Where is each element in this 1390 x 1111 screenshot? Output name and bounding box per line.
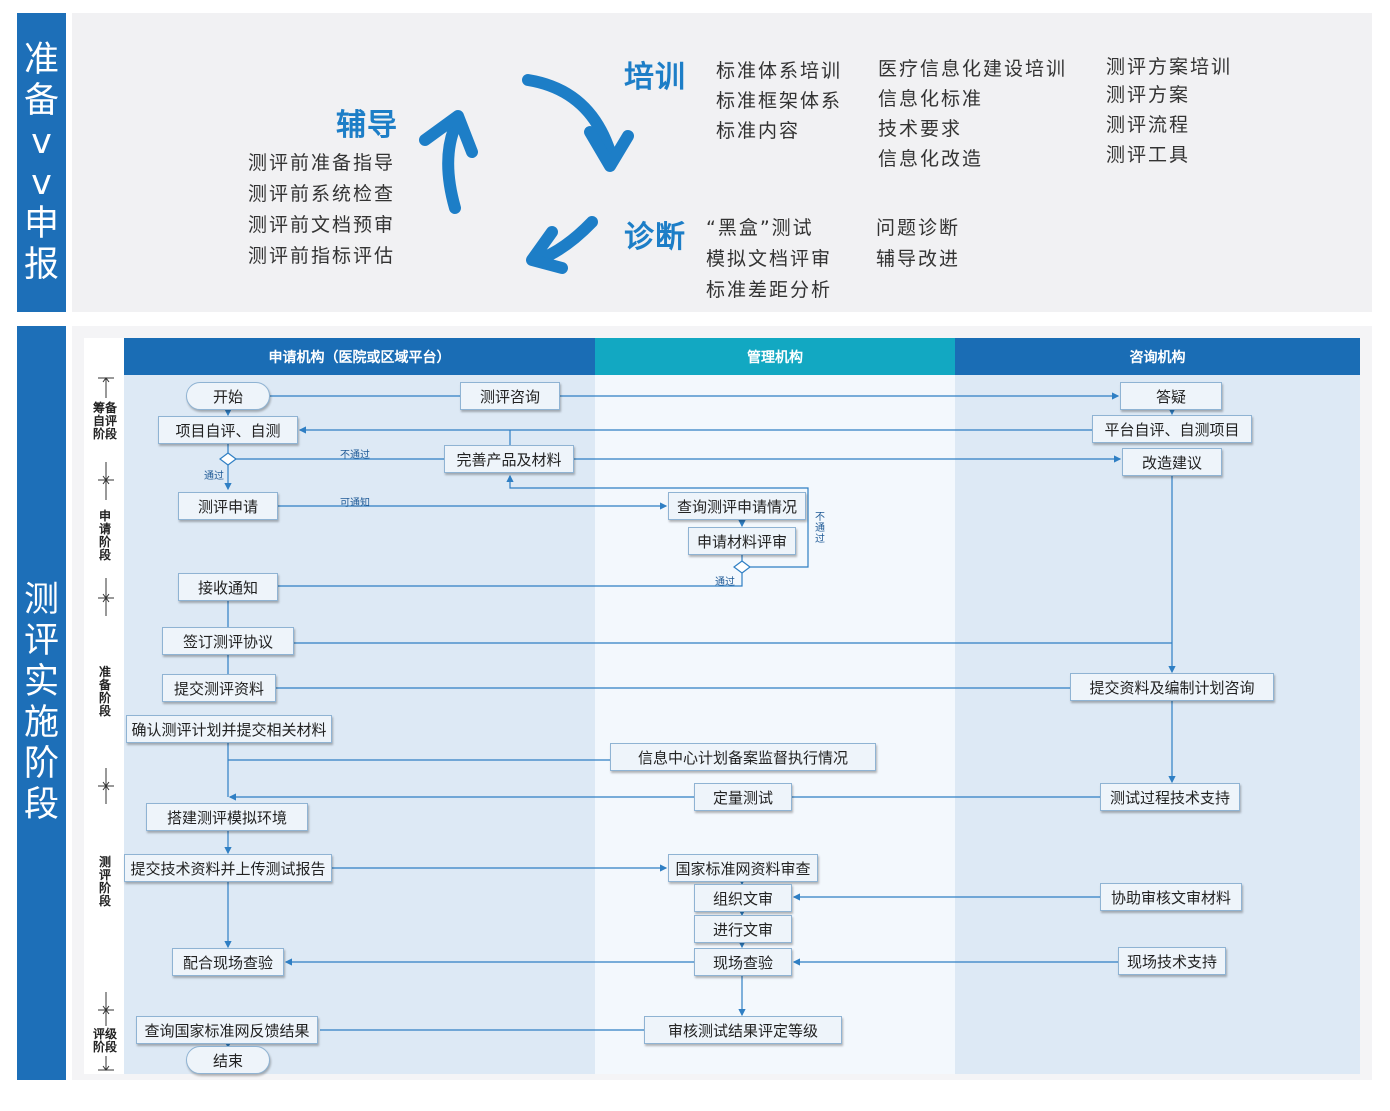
stage-label-prepare: 准备阶段 — [99, 665, 112, 718]
peixun-item: 技术要求 — [878, 118, 963, 140]
zhenduan-item: 辅导改进 — [876, 248, 961, 270]
edge-label-fail: 不通过 — [340, 450, 370, 461]
node-platform-self[interactable]: 平台自评、自测项目 — [1092, 415, 1252, 443]
peixun-item: 标准内容 — [716, 120, 801, 142]
node-assist-doc[interactable]: 协助审核文审材料 — [1100, 883, 1242, 911]
node-query-result[interactable]: 查询国家标准网反馈结果 — [136, 1016, 318, 1044]
peixun-item: 测评工具 — [1106, 144, 1191, 166]
edge-label-notify: 可通知 — [340, 498, 370, 509]
node-tech-support[interactable]: 测试过程技术支持 — [1100, 783, 1240, 811]
stage-ticks — [98, 377, 114, 1071]
lane-header-applicant: 申请机构（医院或区域平台） — [124, 338, 595, 375]
node-receive[interactable]: 接收通知 — [178, 573, 278, 601]
node-cooperate-site[interactable]: 配合现场查验 — [172, 948, 284, 976]
node-quant[interactable]: 定量测试 — [694, 783, 792, 811]
node-self-eval[interactable]: 项目自评、自测 — [158, 416, 298, 444]
cycle-panel — [72, 13, 1372, 312]
peixun-item: 标准体系培训 — [716, 60, 843, 82]
node-answer[interactable]: 答疑 — [1120, 382, 1222, 410]
peixun-item: 测评流程 — [1106, 114, 1191, 136]
fudao-item: 测评前准备指导 — [248, 152, 396, 174]
node-info-center[interactable]: 信息中心计划备案监督执行情况 — [610, 743, 876, 771]
node-site-support[interactable]: 现场技术支持 — [1118, 947, 1226, 975]
peixun-item: 信息化改造 — [878, 148, 984, 170]
node-audit-grade[interactable]: 审核测试结果评定等级 — [644, 1016, 842, 1044]
side-label-implement: 测评实施阶段 — [17, 326, 66, 1080]
stage-label-evaluate: 测评阶段 — [99, 855, 112, 908]
node-improve-advice[interactable]: 改造建议 — [1122, 448, 1222, 476]
fudao-item: 测评前指标评估 — [248, 245, 396, 267]
zhenduan-title: 诊断 — [624, 220, 686, 255]
peixun-item: 测评方案培训 — [1106, 56, 1233, 78]
zhenduan-item: 标准差距分析 — [706, 279, 833, 301]
lane-header-consult: 咨询机构 — [955, 338, 1360, 375]
node-query-apply[interactable]: 查询测评申请情况 — [668, 492, 806, 520]
node-national-review[interactable]: 国家标准网资料审查 — [668, 854, 818, 882]
stage-label-grade: 评级阶段 — [93, 1027, 118, 1054]
node-start[interactable]: 开始 — [186, 382, 270, 410]
lane-header-admin: 管理机构 — [595, 338, 955, 375]
node-sign[interactable]: 签订测评协议 — [162, 627, 294, 655]
node-improve-material[interactable]: 完善产品及材料 — [444, 445, 574, 473]
fudao-title: 辅导 — [336, 108, 398, 143]
peixun-title: 培训 — [624, 60, 686, 95]
node-confirm-plan[interactable]: 确认测评计划并提交相关材料 — [126, 715, 332, 743]
node-site-check[interactable]: 现场查验 — [694, 948, 792, 976]
stage-column — [84, 338, 124, 1074]
node-submit[interactable]: 提交测评资料 — [162, 674, 276, 702]
zhenduan-item: 问题诊断 — [876, 217, 961, 239]
cycle-arrows — [419, 74, 634, 274]
side-label-prepare: 准备 vv 申报 — [17, 13, 66, 312]
node-build-env[interactable]: 搭建测评模拟环境 — [146, 803, 308, 831]
fudao-item: 测评前系统检查 — [248, 183, 396, 205]
node-do-doc[interactable]: 进行文审 — [694, 915, 792, 943]
edge-label-fail-review: 不通过 — [815, 512, 825, 545]
peixun-item: 标准框架体系 — [716, 90, 843, 112]
zhenduan-item: 模拟文档评审 — [706, 248, 833, 270]
node-org-doc[interactable]: 组织文审 — [694, 884, 792, 912]
edge-label-pass: 通过 — [204, 471, 224, 482]
stage-header-blank — [84, 338, 124, 375]
node-apply[interactable]: 测评申请 — [178, 492, 278, 520]
fudao-item: 测评前文档预审 — [248, 214, 396, 236]
peixun-item: 测评方案 — [1106, 84, 1191, 106]
node-end[interactable]: 结束 — [186, 1046, 270, 1074]
node-consult-query[interactable]: 测评咨询 — [460, 382, 560, 410]
stage-label-prepare-self: 筹备自评阶段 — [93, 401, 118, 441]
node-review-material[interactable]: 申请材料评审 — [688, 527, 796, 555]
peixun-item: 信息化标准 — [878, 88, 984, 110]
edge-label-pass-review: 通过 — [715, 577, 735, 588]
node-submit-tech[interactable]: 提交技术资料并上传测试报告 — [124, 854, 332, 882]
zhenduan-item: “黑盒”测试 — [706, 217, 814, 239]
node-submit-consult[interactable]: 提交资料及编制计划咨询 — [1070, 673, 1274, 701]
stage-label-apply: 申请阶段 — [99, 509, 112, 562]
peixun-item: 医疗信息化建设培训 — [878, 58, 1068, 80]
